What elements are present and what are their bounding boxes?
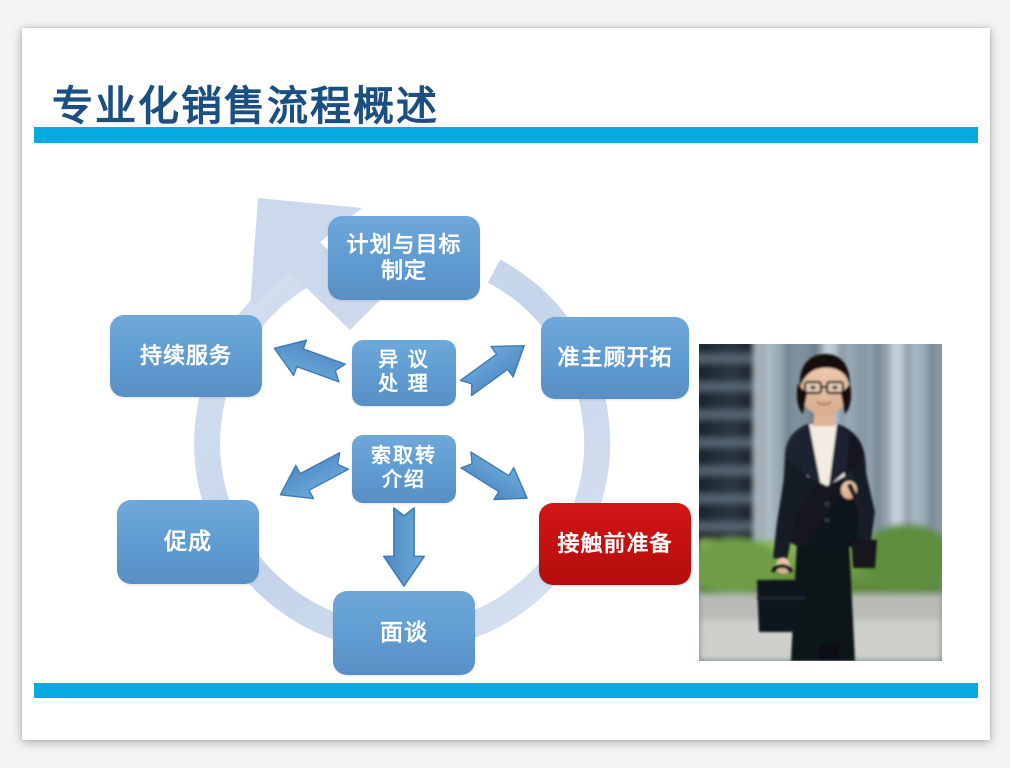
arrow-objection-to-prospect <box>454 329 536 404</box>
objection-line-2: 处 理 <box>378 373 430 395</box>
businesswoman-photo-image <box>699 344 942 661</box>
slide-canvas: 专业化销售流程概述 <box>22 28 990 740</box>
process-node-interview[interactable]: 面谈 <box>333 591 475 675</box>
plan-line-2: 制定 <box>380 258 427 283</box>
accent-bar-bottom <box>34 683 978 698</box>
arrow-referral-to-precontact <box>455 443 538 515</box>
process-node-interview-label: 面谈 <box>380 619 428 646</box>
arrow-referral-to-close <box>270 443 354 513</box>
sales-process-diagram: 计划与目标 制定 准主顾开拓 接触前准备 面谈 促成 持续服务 <box>62 148 742 678</box>
process-node-referral[interactable]: 索取转 介绍 <box>352 435 456 503</box>
referral-line-1: 索取转 <box>371 445 437 468</box>
process-node-service-label: 持续服务 <box>139 343 232 369</box>
businesswoman-photo <box>699 344 942 661</box>
process-node-precontact-label: 接触前准备 <box>557 531 673 557</box>
plan-line-1: 计划与目标 <box>346 232 462 258</box>
process-node-prospect[interactable]: 准主顾开拓 <box>541 317 689 399</box>
page-title: 专业化销售流程概述 <box>52 83 439 130</box>
process-node-referral-label: 索取转 介绍 <box>371 445 437 492</box>
process-node-service[interactable]: 持续服务 <box>110 315 262 397</box>
process-node-plan[interactable]: 计划与目标 制定 <box>328 216 480 300</box>
process-node-close[interactable]: 促成 <box>117 500 259 584</box>
title-accent-bar-top <box>34 127 978 143</box>
process-node-objection[interactable]: 异 议 处 理 <box>352 340 456 406</box>
arrow-objection-to-service <box>267 330 350 392</box>
process-node-close-label: 促成 <box>164 528 212 555</box>
arrow-referral-to-interview <box>382 507 426 587</box>
process-node-objection-label: 异 议 处 理 <box>378 349 430 396</box>
process-node-precontact[interactable]: 接触前准备 <box>539 503 691 585</box>
process-node-plan-label: 计划与目标 制定 <box>346 232 461 284</box>
referral-line-2: 介绍 <box>382 469 426 491</box>
objection-line-1: 异 议 <box>378 349 430 372</box>
process-node-prospect-label: 准主顾开拓 <box>557 345 673 371</box>
